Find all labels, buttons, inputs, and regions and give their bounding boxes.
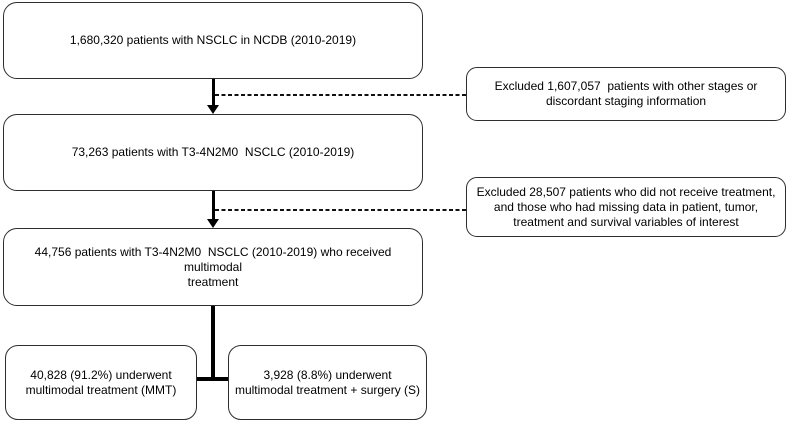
node-mmt-group: 40,828 (91.2%) underwent multimodal trea… — [5, 345, 197, 420]
node-surgery-group: 3,928 (8.8%) underwent multimodal treatm… — [228, 345, 427, 420]
node-t3-4n2m0-patients: 73,263 patients with T3-4N2M0 NSCLC (201… — [3, 114, 423, 191]
node-nsclc-total: 1,680,320 patients with NSCLC in NCDB (2… — [3, 2, 423, 79]
arrow-staged-to-treated-line — [212, 191, 215, 220]
node-multimodal-treated: 44,756 patients with T3-4N2M0 NSCLC (201… — [3, 228, 423, 306]
arrow-total-to-staged-line — [212, 79, 215, 107]
arrow-staged-to-treated-head-icon — [207, 219, 219, 228]
connector-groups-horizontal — [197, 377, 228, 381]
arrow-total-to-staged-head-icon — [207, 105, 219, 114]
dashed-connector-excluded-treatment — [215, 209, 466, 211]
connector-treated-to-groups-vertical — [211, 306, 215, 381]
node-excluded-treatment: Excluded 28,507 patients who did not rec… — [466, 177, 786, 237]
dashed-connector-excluded-staging — [215, 94, 466, 96]
node-excluded-staging: Excluded 1,607,057 patients with other s… — [466, 67, 786, 121]
